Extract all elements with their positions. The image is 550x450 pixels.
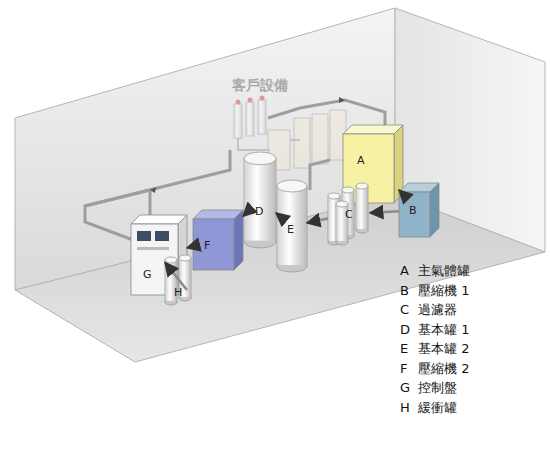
key-letter: B xyxy=(400,284,409,297)
equipment-node: B xyxy=(399,183,439,237)
equipment-letter: A xyxy=(357,155,365,166)
key-name: 基本罐 1 xyxy=(418,323,469,336)
key-name: 過濾器 xyxy=(418,303,457,316)
equipment-node: H xyxy=(165,255,193,305)
pipe-connector xyxy=(307,218,328,222)
equipment-letter: B xyxy=(409,205,417,216)
key-letter: D xyxy=(400,323,410,336)
pipe-connector xyxy=(187,246,193,248)
equipment-node: C xyxy=(328,183,370,245)
equipment-letter: F xyxy=(204,240,210,251)
area-label: 客戶設備 xyxy=(232,78,288,92)
equipment-letter: E xyxy=(287,224,294,235)
equipment-shape xyxy=(244,152,276,248)
pipe-connector xyxy=(165,263,187,291)
key-name: 主氣體罐 xyxy=(418,264,470,277)
pipe-connector xyxy=(276,212,277,215)
key-letter: F xyxy=(400,362,407,375)
equipment-letter: G xyxy=(143,269,152,280)
equipment-letter: D xyxy=(255,206,263,217)
key-letter: E xyxy=(400,342,408,355)
key-name: 緩衝罐 xyxy=(418,401,457,414)
equipment-node: E xyxy=(277,180,307,272)
key-name: 控制盤 xyxy=(418,381,457,394)
equipment-letter: C xyxy=(345,209,353,220)
key-name: 壓縮機 2 xyxy=(418,362,469,375)
pipe-connector xyxy=(370,211,399,213)
pipe-connector xyxy=(399,190,403,194)
equipment-letter: H xyxy=(174,287,182,298)
equipment-node: F xyxy=(193,210,243,270)
key-letter: G xyxy=(400,381,410,394)
equipment-shape xyxy=(399,183,439,237)
pipe-connector xyxy=(243,214,244,217)
key-name: 壓縮機 1 xyxy=(418,284,469,297)
key-letter: A xyxy=(400,264,409,277)
key-letter: C xyxy=(400,303,409,316)
key-letter: H xyxy=(400,401,410,414)
equipment-node: D xyxy=(244,152,276,248)
key-name: 基本罐 2 xyxy=(418,342,469,355)
equipment-shape xyxy=(193,210,243,270)
